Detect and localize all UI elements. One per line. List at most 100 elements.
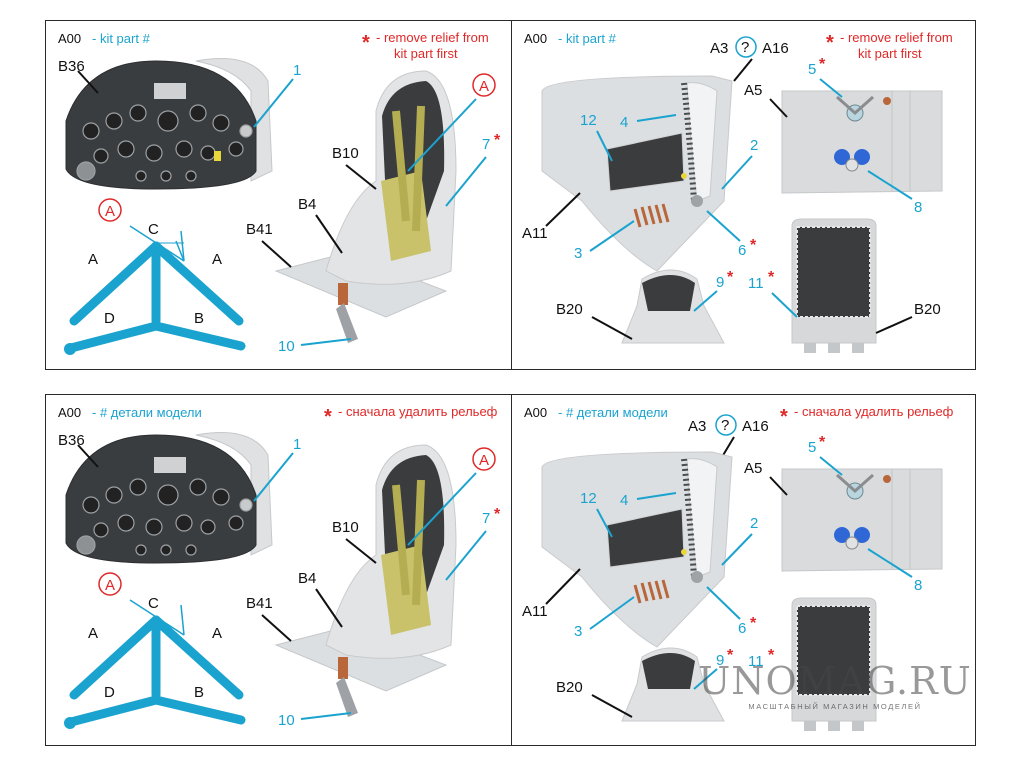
instrument-panel-part [65, 432, 273, 564]
label-b20-right: B20 [914, 301, 941, 318]
callout-10: 10 [278, 712, 295, 729]
panel-seat-harness-ru-drawing: A00 - # детали модели * - сначала удалит… [58, 404, 501, 729]
label-question: ? [721, 417, 729, 434]
side-console-part [541, 75, 733, 272]
label-b41: B41 [246, 221, 273, 238]
callout-6-star: * [750, 237, 757, 254]
legend-code: A00 [58, 31, 81, 46]
note-line-2: kit part first [858, 46, 922, 61]
harness-diagram: A C A A D B [64, 572, 246, 729]
label-a16: A16 [742, 418, 769, 435]
callout-7-star: * [494, 132, 501, 149]
callout-11-star: * [768, 647, 775, 664]
switch-box-part [781, 90, 943, 194]
note-star: * [826, 32, 834, 54]
callout-4: 4 [620, 492, 628, 509]
note-line-1: - сначала удалить рельеф [338, 404, 498, 419]
harness-label-d: D [104, 684, 115, 701]
panel-side-console-ru-drawing: A00 - # детали модели * - сначала удалит… [522, 404, 954, 731]
label-b4: B4 [298, 570, 316, 587]
watermark-tagline: МАСШТАБНЫЙ МАГАЗИН МОДЕЛЕЙ [748, 702, 922, 711]
legend-text: - kit part # [558, 31, 617, 46]
watermark: UNOMAG.RU МАСШТАБНЫЙ МАГАЗИН МОДЕЛЕЙ [690, 662, 980, 711]
note-line-1: - remove relief from [376, 30, 489, 45]
legend-text: - # детали модели [558, 405, 668, 420]
label-a-circle: A [479, 78, 489, 95]
panel-side-console-en: A00 - kit part # * - remove relief from … [511, 20, 976, 370]
label-question: ? [741, 39, 749, 56]
legend-text: - # детали модели [92, 405, 202, 420]
callout-9: 9 [716, 652, 724, 669]
callout-6-star: * [750, 615, 757, 632]
harness-circle-label: A [105, 203, 115, 220]
switch-box-part [781, 468, 943, 572]
label-b10: B10 [332, 519, 359, 536]
callout-5: 5 [808, 439, 816, 456]
legend-code: A00 [524, 31, 547, 46]
label-a3: A3 [710, 40, 728, 57]
callout-11-star: * [768, 269, 775, 286]
harness-label-b: B [194, 684, 204, 701]
callout-12: 12 [580, 112, 597, 129]
callout-5: 5 [808, 61, 816, 78]
callout-6: 6 [738, 620, 746, 637]
callout-5-star: * [819, 434, 826, 451]
label-a-circle: A [479, 452, 489, 469]
note-star: * [362, 32, 370, 54]
callout-12: 12 [580, 490, 597, 507]
label-b36: B36 [58, 58, 85, 75]
label-b41: B41 [246, 595, 273, 612]
label-a5: A5 [744, 460, 762, 477]
note-line-1: - remove relief from [840, 30, 953, 45]
harness-label-a-right: A [212, 625, 222, 642]
back-cushion-right-part [791, 597, 877, 731]
label-b10: B10 [332, 145, 359, 162]
harness-label-b: B [194, 310, 204, 327]
label-a16: A16 [762, 40, 789, 57]
callout-7: 7 [482, 510, 490, 527]
callout-2: 2 [750, 137, 758, 154]
label-a5: A5 [744, 82, 762, 99]
callout-3: 3 [574, 623, 582, 640]
watermark-brand: UNOMAG.RU [698, 659, 972, 703]
harness-circle-label: A [105, 577, 115, 594]
label-a3: A3 [688, 418, 706, 435]
label-a11: A11 [522, 225, 548, 242]
callout-11: 11 [748, 653, 764, 670]
back-cushion-left-part [621, 647, 725, 722]
harness-label-d: D [104, 310, 115, 327]
callout-5-star: * [819, 56, 826, 73]
harness-label-a-left: A [88, 251, 98, 268]
panel-seat-harness-en-drawing: A00 - kit part # * - remove relief from … [58, 30, 501, 355]
legend-text: - kit part # [92, 31, 151, 46]
instrument-panel-part [65, 58, 273, 190]
harness-label-c: C [148, 595, 159, 612]
callout-9-star: * [727, 269, 734, 286]
seat-part [274, 444, 457, 717]
callout-3: 3 [574, 245, 582, 262]
label-b20-left: B20 [556, 679, 583, 696]
callout-2: 2 [750, 515, 758, 532]
panel-seat-harness-en: A00 - kit part # * - remove relief from … [45, 20, 512, 370]
callout-8: 8 [914, 577, 922, 594]
label-b20-left: B20 [556, 301, 583, 318]
note-line-2: kit part first [394, 46, 458, 61]
legend-code: A00 [58, 405, 81, 420]
callout-1: 1 [293, 436, 301, 453]
harness-diagram: A C A A D B [64, 198, 246, 355]
callout-9-star: * [727, 647, 734, 664]
seat-part [274, 70, 457, 343]
label-b4: B4 [298, 196, 316, 213]
note-line-1: - сначала удалить рельеф [794, 404, 954, 419]
callout-8: 8 [914, 199, 922, 216]
note-star: * [324, 406, 332, 428]
callout-10: 10 [278, 338, 295, 355]
panel-side-console-ru: A00 - # детали модели * - сначала удалит… [511, 394, 976, 746]
callout-11: 11 [748, 275, 764, 292]
legend-code: A00 [524, 405, 547, 420]
harness-label-a-left: A [88, 625, 98, 642]
callout-4: 4 [620, 114, 628, 131]
panel-seat-harness-ru: A00 - # детали модели * - сначала удалит… [45, 394, 512, 746]
harness-label-c: C [148, 221, 159, 238]
back-cushion-left-part [621, 269, 725, 344]
